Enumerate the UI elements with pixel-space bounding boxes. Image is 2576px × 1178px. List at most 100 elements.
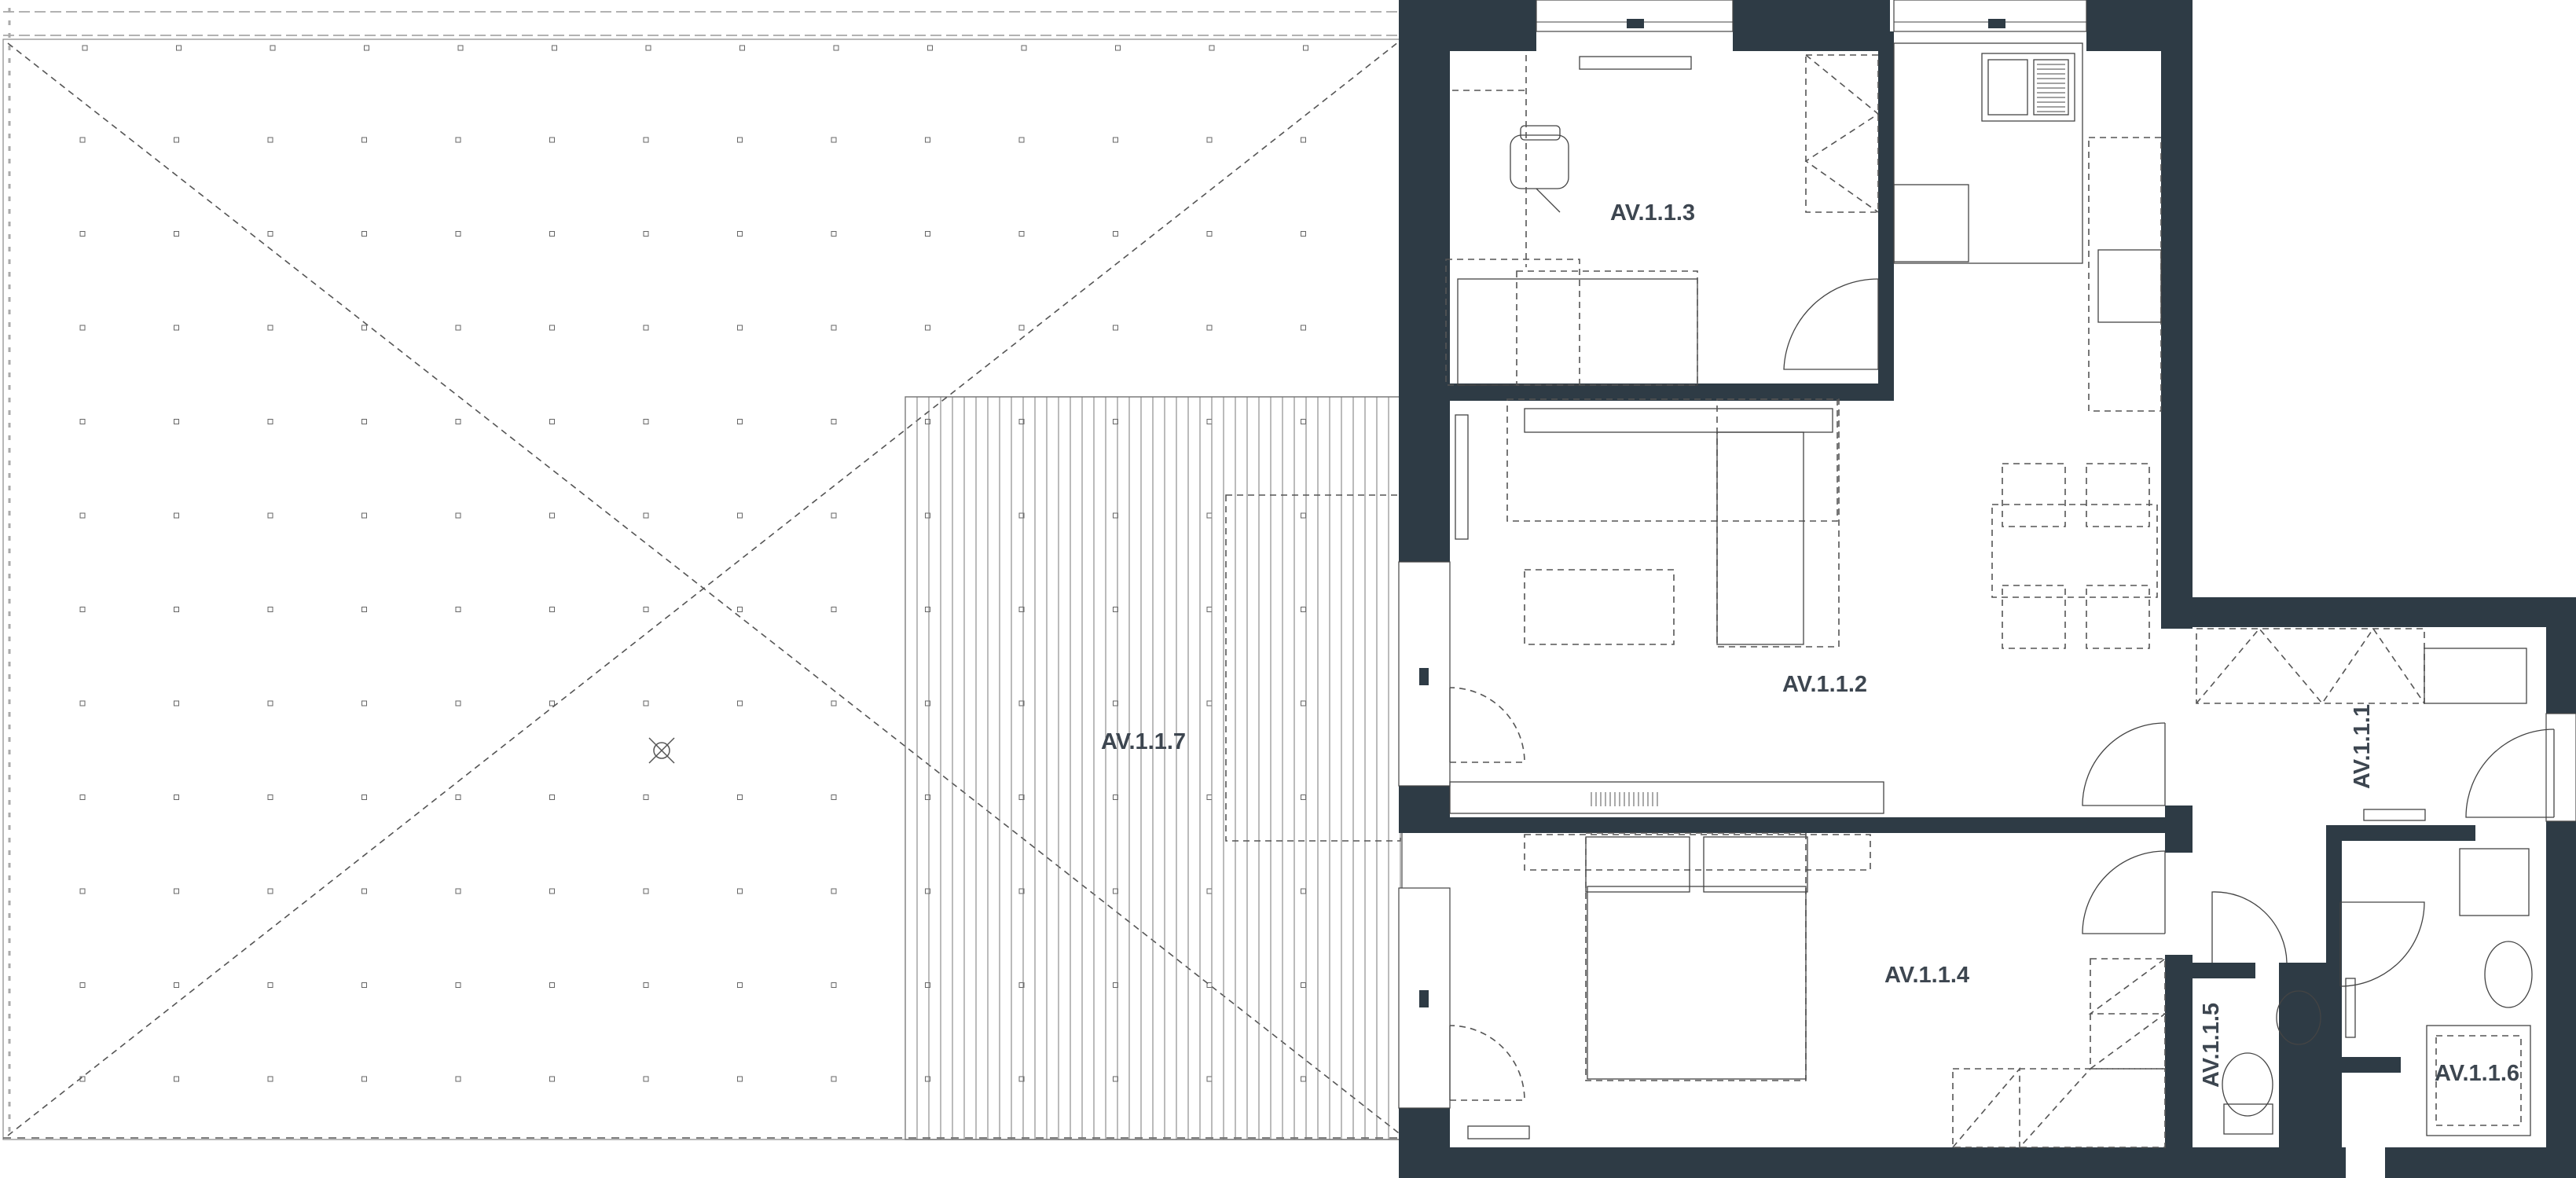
grid-dot — [1018, 888, 1025, 894]
wall — [1399, 0, 1450, 562]
wall — [1399, 786, 1450, 833]
grid-dot — [925, 137, 930, 143]
grid-dot — [267, 325, 273, 331]
grid-dot — [361, 512, 367, 519]
grid-dot — [174, 888, 179, 894]
dot-grid — [79, 45, 1308, 1082]
grid-dot — [361, 325, 367, 331]
grid-dot — [361, 231, 367, 237]
grid-dot — [364, 45, 369, 51]
terrace-area — [2, 8, 1403, 1140]
window — [2545, 713, 2576, 822]
grid-dot — [1206, 419, 1213, 424]
grid-dot — [1206, 888, 1213, 894]
room-label: AV.1.1.3 — [1610, 200, 1695, 226]
grid-dot — [79, 419, 86, 424]
grid-dot — [267, 231, 273, 237]
grid-dot — [1113, 325, 1118, 331]
grid-dot — [831, 700, 837, 706]
grid-dot — [270, 45, 276, 51]
grid-dot — [643, 1076, 649, 1082]
grid-dot — [549, 512, 555, 519]
grid-dot — [643, 325, 649, 331]
grid-dot — [457, 45, 464, 51]
wall — [1399, 1108, 1450, 1178]
grid-dot — [455, 137, 461, 143]
wall — [2165, 806, 2193, 853]
grid-dot — [174, 700, 179, 706]
grid-dot — [455, 700, 461, 706]
grid-dot — [174, 795, 179, 800]
grid-dot — [1301, 419, 1306, 424]
grid-dot — [1021, 45, 1027, 51]
grid-dot — [1301, 982, 1306, 988]
wall — [2326, 1057, 2401, 1073]
grid-dot — [549, 982, 555, 988]
grid-dot — [643, 982, 649, 988]
room-labels: AV.1.1.3 AV.1.1.2 AV.1.1.7 AV.1.1.4 AV.1… — [1101, 200, 2519, 1088]
grid-dot — [737, 982, 743, 988]
washbasin-icon — [2276, 990, 2321, 1045]
grid-dot — [1206, 795, 1213, 800]
grid-dot — [549, 1076, 555, 1082]
grid-dot — [267, 982, 273, 988]
toilet-icon — [2222, 1052, 2273, 1135]
room-label: AV.1.1.4 — [1884, 963, 1969, 988]
grid-dot — [1209, 45, 1215, 51]
grid-dot — [1018, 1076, 1025, 1082]
grid-dot — [267, 888, 273, 894]
radiator-icon — [1591, 792, 1658, 806]
grid-dot — [549, 700, 555, 706]
dining-table — [1991, 463, 2158, 649]
wall — [1450, 383, 1886, 401]
grid-dot — [455, 325, 461, 331]
wall — [2546, 627, 2576, 714]
grid-dot — [361, 700, 367, 706]
grid-dot — [1018, 982, 1025, 988]
grid-dot — [737, 137, 743, 143]
grid-dot — [79, 137, 86, 143]
grid-dot — [1206, 325, 1213, 331]
grid-dot — [455, 795, 461, 800]
grid-dot — [1206, 1076, 1213, 1082]
window-mullion — [1627, 19, 1644, 28]
grid-dot — [361, 419, 367, 424]
grid-dot — [831, 419, 837, 424]
wall — [2165, 955, 2185, 1178]
grid-dot — [79, 888, 86, 894]
grid-dot — [549, 795, 555, 800]
grid-dot — [361, 888, 367, 894]
grid-dot — [267, 1076, 273, 1082]
grid-dot — [267, 137, 273, 143]
grid-dot — [925, 888, 930, 894]
grid-dot — [267, 795, 273, 800]
grid-dot — [925, 512, 930, 519]
wall — [2193, 963, 2255, 978]
grid-dot — [737, 512, 743, 519]
window-mullion — [1988, 19, 2005, 28]
grid-dot — [831, 325, 837, 331]
grid-dot — [1301, 325, 1306, 331]
grid-dot — [643, 231, 649, 237]
grid-dot — [1113, 137, 1118, 143]
grid-dot — [925, 607, 930, 612]
grid-dot — [1301, 231, 1306, 237]
grid-dot — [643, 888, 649, 894]
grid-dot — [1018, 700, 1025, 706]
grid-dot — [79, 325, 86, 331]
grid-dot — [1018, 137, 1025, 143]
grid-dot — [174, 419, 179, 424]
grid-dot — [1206, 512, 1213, 519]
decking — [905, 396, 1403, 1140]
wall — [2161, 31, 2193, 629]
grid-dot — [925, 1076, 930, 1082]
wall — [1450, 1147, 2576, 1178]
shaft — [2098, 51, 2161, 126]
grid-dot — [361, 137, 367, 143]
wall — [2326, 825, 2342, 1178]
grid-dot — [79, 231, 86, 237]
grid-dot — [831, 607, 837, 612]
grid-dot — [267, 700, 273, 706]
grid-dot — [267, 419, 273, 424]
grid-dot — [79, 982, 86, 988]
